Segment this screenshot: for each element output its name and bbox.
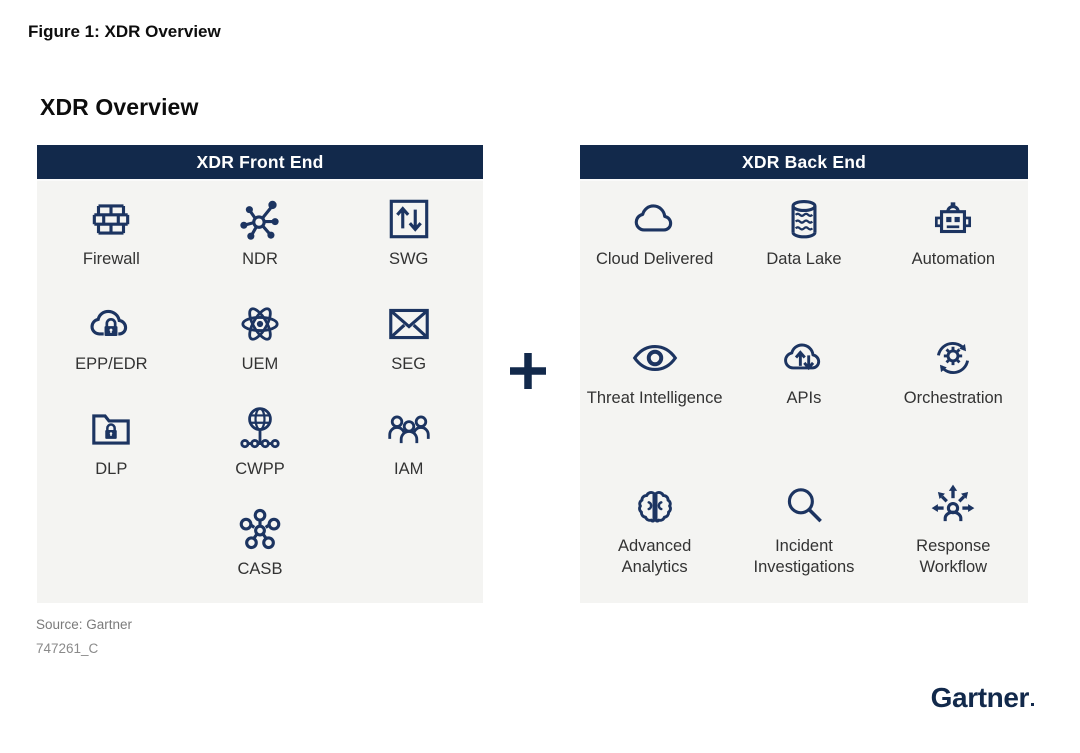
front-end-body: Firewall N (37, 181, 483, 580)
source-attribution: Source: Gartner (36, 617, 133, 632)
network-hub-icon (235, 193, 285, 245)
component-swg: SWG (384, 193, 434, 298)
folder-lock-icon (86, 403, 136, 455)
eye-icon (630, 332, 680, 384)
component-dlp: DLP (86, 403, 136, 503)
component-threat-intelligence: Threat Intelligence (587, 332, 723, 480)
component-response-workflow: Response Workflow (882, 480, 1024, 578)
component-casb: CASB (235, 503, 285, 580)
component-label: UEM (241, 355, 279, 373)
atom-icon (235, 298, 285, 350)
component-ndr: NDR (235, 193, 285, 298)
component-label: Firewall (82, 250, 140, 268)
back-end-header: XDR Back End (580, 145, 1028, 181)
component-label: CWPP (235, 460, 285, 478)
gateway-arrows-icon (384, 193, 434, 245)
component-label: Orchestration (903, 389, 1003, 407)
plus-icon (508, 351, 548, 396)
molecule-cluster-icon (235, 503, 285, 555)
component-iam: IAM (384, 403, 434, 503)
diagram-title: XDR Overview (40, 94, 199, 120)
component-label: Data Lake (766, 250, 842, 268)
brain-icon (630, 480, 680, 532)
gartner-logo-text: Gartner (930, 682, 1030, 713)
component-epp-edr: EPP/EDR (75, 298, 148, 403)
figure-title: Figure 1: XDR Overview (28, 22, 221, 41)
component-advanced-analytics: Advanced Analytics (584, 480, 726, 578)
component-label: EPP/EDR (75, 355, 148, 373)
component-cloud-delivered: Cloud Delivered (596, 193, 713, 332)
component-label: Automation (911, 250, 996, 268)
robot-icon (928, 193, 978, 245)
component-label: NDR (242, 250, 278, 268)
component-seg: SEG (384, 298, 434, 403)
globe-network-icon (235, 403, 285, 455)
gartner-logo: Gartner (931, 682, 1034, 714)
component-data-lake: Data Lake (766, 193, 842, 332)
back-end-body: Cloud Delivered (580, 181, 1028, 578)
envelope-icon (384, 298, 434, 350)
component-label: IAM (393, 460, 424, 478)
component-label: SEG (391, 355, 427, 373)
magnifier-icon (779, 480, 829, 532)
xdr-front-end-panel: XDR Front End Firewall (37, 145, 483, 603)
registered-mark (1031, 703, 1034, 706)
person-arrows-icon (928, 480, 978, 532)
cloud-icon (630, 193, 680, 245)
firewall-icon (86, 193, 136, 245)
xdr-back-end-panel: XDR Back End Cloud Delivered (580, 145, 1028, 603)
component-label: Cloud Delivered (595, 250, 714, 268)
component-label: DLP (95, 460, 128, 478)
people-group-icon (384, 403, 434, 455)
gear-sync-icon (928, 332, 978, 384)
component-label: CASB (237, 560, 283, 578)
component-label: APIs (786, 389, 822, 407)
component-label: SWG (388, 250, 429, 268)
component-apis: APIs (779, 332, 829, 480)
component-label: Response Workflow (916, 537, 991, 577)
component-orchestration: Orchestration (904, 332, 1003, 480)
component-cwpp: CWPP (235, 403, 285, 503)
component-label: Advanced Analytics (617, 537, 692, 577)
component-automation: Automation (912, 193, 995, 332)
component-incident-investigations: Incident Investigations (733, 480, 875, 578)
component-label: Threat Intelligence (586, 389, 723, 407)
cloud-lock-icon (86, 298, 136, 350)
database-waves-icon (779, 193, 829, 245)
front-end-header: XDR Front End (37, 145, 483, 181)
document-id: 747261_C (36, 641, 99, 656)
component-firewall: Firewall (83, 193, 140, 298)
component-label: Incident Investigations (753, 537, 855, 577)
cloud-arrows-icon (779, 332, 829, 384)
component-uem: UEM (235, 298, 285, 403)
